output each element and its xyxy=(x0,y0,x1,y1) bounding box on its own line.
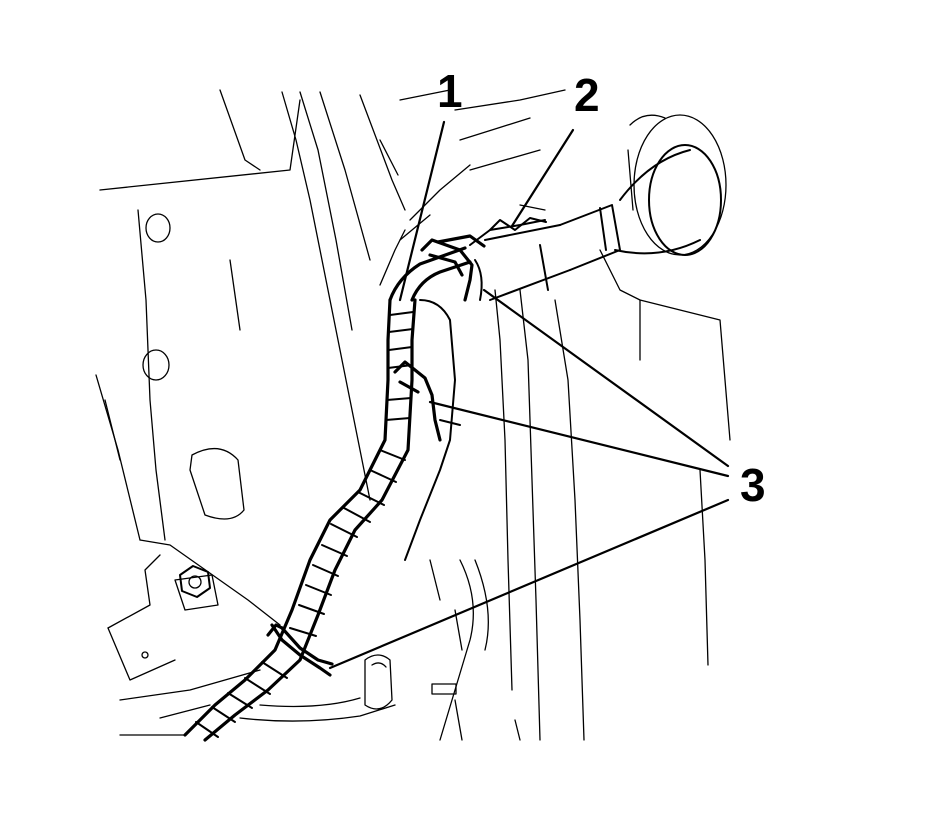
filler-cap-opening xyxy=(633,114,727,256)
body-panel xyxy=(95,89,406,736)
lower-clip xyxy=(270,623,332,677)
bolt-icon xyxy=(179,565,211,598)
upper-clip xyxy=(420,238,474,302)
leader-3a xyxy=(482,288,730,468)
pillar-structure xyxy=(239,89,731,741)
panel-hole xyxy=(142,349,170,381)
callout-1: 1 xyxy=(437,65,463,117)
panel-slot xyxy=(189,448,245,520)
callout-3: 3 xyxy=(740,459,766,511)
clip-tab xyxy=(431,683,457,695)
leader-lines xyxy=(328,120,730,670)
harness-clips xyxy=(266,234,486,677)
panel-hole xyxy=(145,213,171,243)
wiring-harness xyxy=(183,246,472,742)
filler-hose xyxy=(469,114,727,301)
middle-clip xyxy=(393,360,442,442)
leader-3c xyxy=(328,498,730,670)
harness-tape-wraps xyxy=(195,311,414,738)
leader-3b xyxy=(428,400,730,478)
leader-2 xyxy=(510,128,575,228)
callout-2: 2 xyxy=(574,69,600,121)
leader-1 xyxy=(398,120,446,302)
